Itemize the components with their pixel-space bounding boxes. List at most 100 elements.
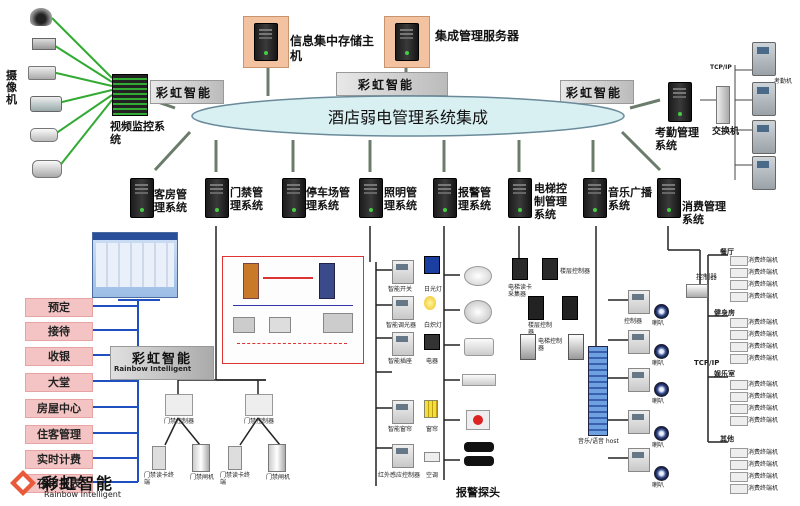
consume-terminal — [730, 448, 748, 458]
elevator-item-0: 楼层控制器 — [560, 268, 591, 275]
music-system-label: 音乐广播系统 — [608, 186, 652, 212]
box-camera-icon — [32, 38, 56, 50]
alarm-server-icon — [433, 178, 457, 218]
music-speaker-1 — [654, 304, 669, 319]
consume-terminal — [730, 416, 748, 426]
bullet-camera-icon — [28, 66, 56, 80]
consume-terminal-label: 消费终端机 — [748, 473, 779, 480]
ceiling-detector-icon — [464, 300, 492, 324]
consume-terminal — [730, 342, 748, 352]
lighting-item-9: 空调 — [426, 472, 439, 479]
logo-brand-cn: 彩虹智能 — [42, 474, 115, 493]
elevator-reader-2 — [542, 258, 558, 280]
consume-terminal — [730, 256, 748, 266]
lighting-item-3: 白炽灯 — [424, 322, 443, 329]
music-host-label: 音乐/语音 host — [578, 438, 619, 445]
elevator-item-2: 楼层控制器 — [528, 322, 553, 336]
switch-icon — [716, 86, 730, 124]
lighting-item-5: 电器 — [426, 358, 439, 365]
music-speaker-4 — [654, 426, 669, 441]
storage-server-box — [243, 16, 289, 68]
aircon-icon — [424, 452, 440, 462]
room-fn-3: 大堂 — [25, 373, 93, 392]
cameras-label: 摄像机 — [6, 69, 17, 106]
music-speaker-2-label: 喇叭 — [652, 360, 665, 367]
room-fn-4: 房屋中心 — [25, 399, 93, 418]
parking-system-label: 停车场管理系统 — [306, 186, 350, 212]
card-reader-1 — [152, 446, 166, 470]
turnstile-2 — [268, 444, 286, 472]
consume-terminal-label: 消费终端机 — [748, 485, 779, 492]
appliance-icon — [424, 334, 440, 350]
consume-terminals: 消费终端机 消费终端机 消费终端机 消费终端机 消费终端机 消费终端机 消费终端… — [730, 256, 794, 496]
room-fn-7: 夜审报表 — [25, 474, 93, 493]
consume-terminal-label: 消费终端机 — [748, 269, 779, 276]
lighting-item-8: 红外感应控制器 — [378, 472, 421, 479]
music-speaker-5 — [654, 466, 669, 481]
consume-terminal — [730, 460, 748, 470]
beam-detector-icon — [464, 442, 494, 452]
attendance-system-label: 考勤管理系统 — [655, 126, 699, 152]
turnstile-1 — [192, 444, 210, 472]
parking-diagram — [222, 256, 364, 364]
integration-server-box — [384, 16, 430, 68]
card-reader-1-label: 门禁读卡终端 — [144, 472, 175, 486]
outdoor-camera-icon — [32, 160, 62, 178]
dome-camera-icon — [30, 8, 52, 26]
lighting-curtain-ctrl — [392, 400, 414, 424]
alarm-system-label: 报警管理系统 — [458, 186, 491, 212]
consume-system-label: 消费管理系统 — [682, 200, 726, 226]
logo-brand-en: Rainbow Intelligent — [44, 490, 121, 499]
switch-label: 交换机 — [712, 127, 740, 137]
alarm-probe-label: 报警探头 — [456, 486, 500, 499]
parking-server-icon — [282, 178, 306, 218]
door-controller-2 — [245, 394, 273, 416]
room-fn-0: 预定 — [25, 298, 93, 317]
door-sensor-icon — [462, 374, 496, 386]
music-controller-1-label: 控制器 — [624, 318, 643, 325]
ptz-camera-icon — [30, 96, 62, 112]
integration-server-label: 集成管理服务器 — [435, 29, 520, 43]
consume-group-0: 餐厅 — [720, 248, 734, 256]
turnstile-2-label: 门禁闸机 — [266, 474, 291, 481]
attendance-tcpip-label: TCP/IP — [710, 64, 732, 71]
door-controller-2-label: 门禁控制器 — [244, 418, 275, 425]
lighting-item-4: 智能插座 — [388, 358, 413, 365]
consume-terminal — [730, 484, 748, 494]
room-server-icon — [130, 178, 154, 218]
lighting-item-7: 窗帘 — [426, 426, 439, 433]
lighting-socket — [392, 332, 414, 356]
attendance-terminal-4 — [752, 156, 776, 190]
incandescent-icon — [424, 296, 436, 310]
music-speaker-1-label: 喇叭 — [652, 320, 665, 327]
consume-server-icon — [657, 178, 681, 218]
consume-terminal-label: 消费终端机 — [748, 381, 779, 388]
consume-terminal-label: 消费终端机 — [748, 331, 779, 338]
brand-text-right: 彩虹智能 — [566, 86, 623, 100]
consume-terminal — [730, 330, 748, 340]
lighting-item-1: 日光灯 — [424, 286, 443, 293]
consume-terminal-label: 消费终端机 — [748, 393, 779, 400]
brand-text-left: 彩虹智能 — [156, 86, 213, 100]
elevator-item-1: 电梯读卡采集器 — [508, 284, 533, 298]
brand-bar-left — [150, 80, 224, 104]
panic-button-icon — [466, 410, 490, 430]
elevator-panel-2 — [568, 334, 584, 360]
smoke-detector-icon — [464, 266, 492, 286]
consume-tcpip-label: TCP/IP — [694, 359, 720, 367]
turnstile-1-label: 门禁闸机 — [190, 474, 215, 481]
room-fn-5: 住客管理 — [25, 425, 93, 444]
consume-terminal-label: 消费终端机 — [748, 257, 779, 264]
music-controller-1 — [628, 290, 650, 314]
lighting-dimmer — [392, 296, 414, 320]
brand-logo-icon — [10, 470, 36, 496]
consume-terminal-label: 消费终端机 — [748, 293, 779, 300]
storage-server-label: 信息集中存储主机 — [290, 34, 375, 63]
pir-detector-icon — [464, 338, 494, 356]
consume-group-1: 健身房 — [714, 309, 735, 317]
consume-group-3: 其他 — [720, 435, 734, 443]
brand-banner-cn: 彩虹智能 — [132, 352, 193, 367]
room-function-lines — [92, 299, 160, 483]
consume-terminal — [730, 280, 748, 290]
